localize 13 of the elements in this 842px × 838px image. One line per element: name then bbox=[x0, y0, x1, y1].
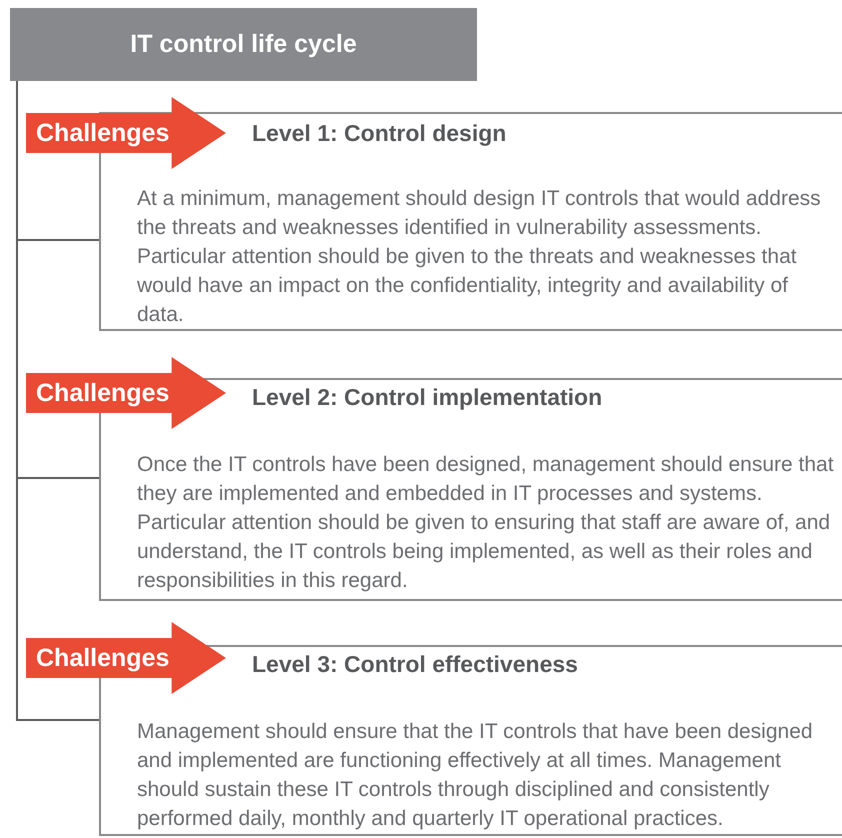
title-box: IT control life cycle bbox=[10, 8, 477, 81]
level-description: Management should ensure that the IT controls that have been designed and implemented are functioning effectively at all times. Management should sustain these IT controls through disciplined and consistently performed daily, monthly and quarterly IT operational practices. bbox=[137, 719, 814, 832]
level-heading: Level 2: Control implementation bbox=[252, 384, 602, 411]
arrow-shape bbox=[26, 357, 226, 429]
arrow-label: Challenges bbox=[36, 644, 170, 672]
level-description: Once the IT controls have been designed, management should ensure that they are implemented and embedded in IT processes and systems. Particular attention should be given to ensuring that staff are aware of, and understand, the IT controls being implemented, as well as their roles and responsibilities in this regard. bbox=[137, 452, 835, 594]
arrow-label: Challenges bbox=[36, 379, 170, 407]
arrow-shape bbox=[26, 622, 226, 694]
level-description: At a minimum, management should design IT controls that would address the threats and weaknesses identified in vulnerability assessments. Particular attention should be given to the threats and weaknesses that would have an impact on the confidentiality, integrity and availability of data. bbox=[137, 186, 822, 328]
arrow-label: Challenges bbox=[36, 119, 170, 147]
arrow-shape bbox=[26, 97, 226, 169]
level-heading: Level 1: Control design bbox=[252, 120, 506, 147]
level-heading: Level 3: Control effectiveness bbox=[252, 651, 578, 678]
